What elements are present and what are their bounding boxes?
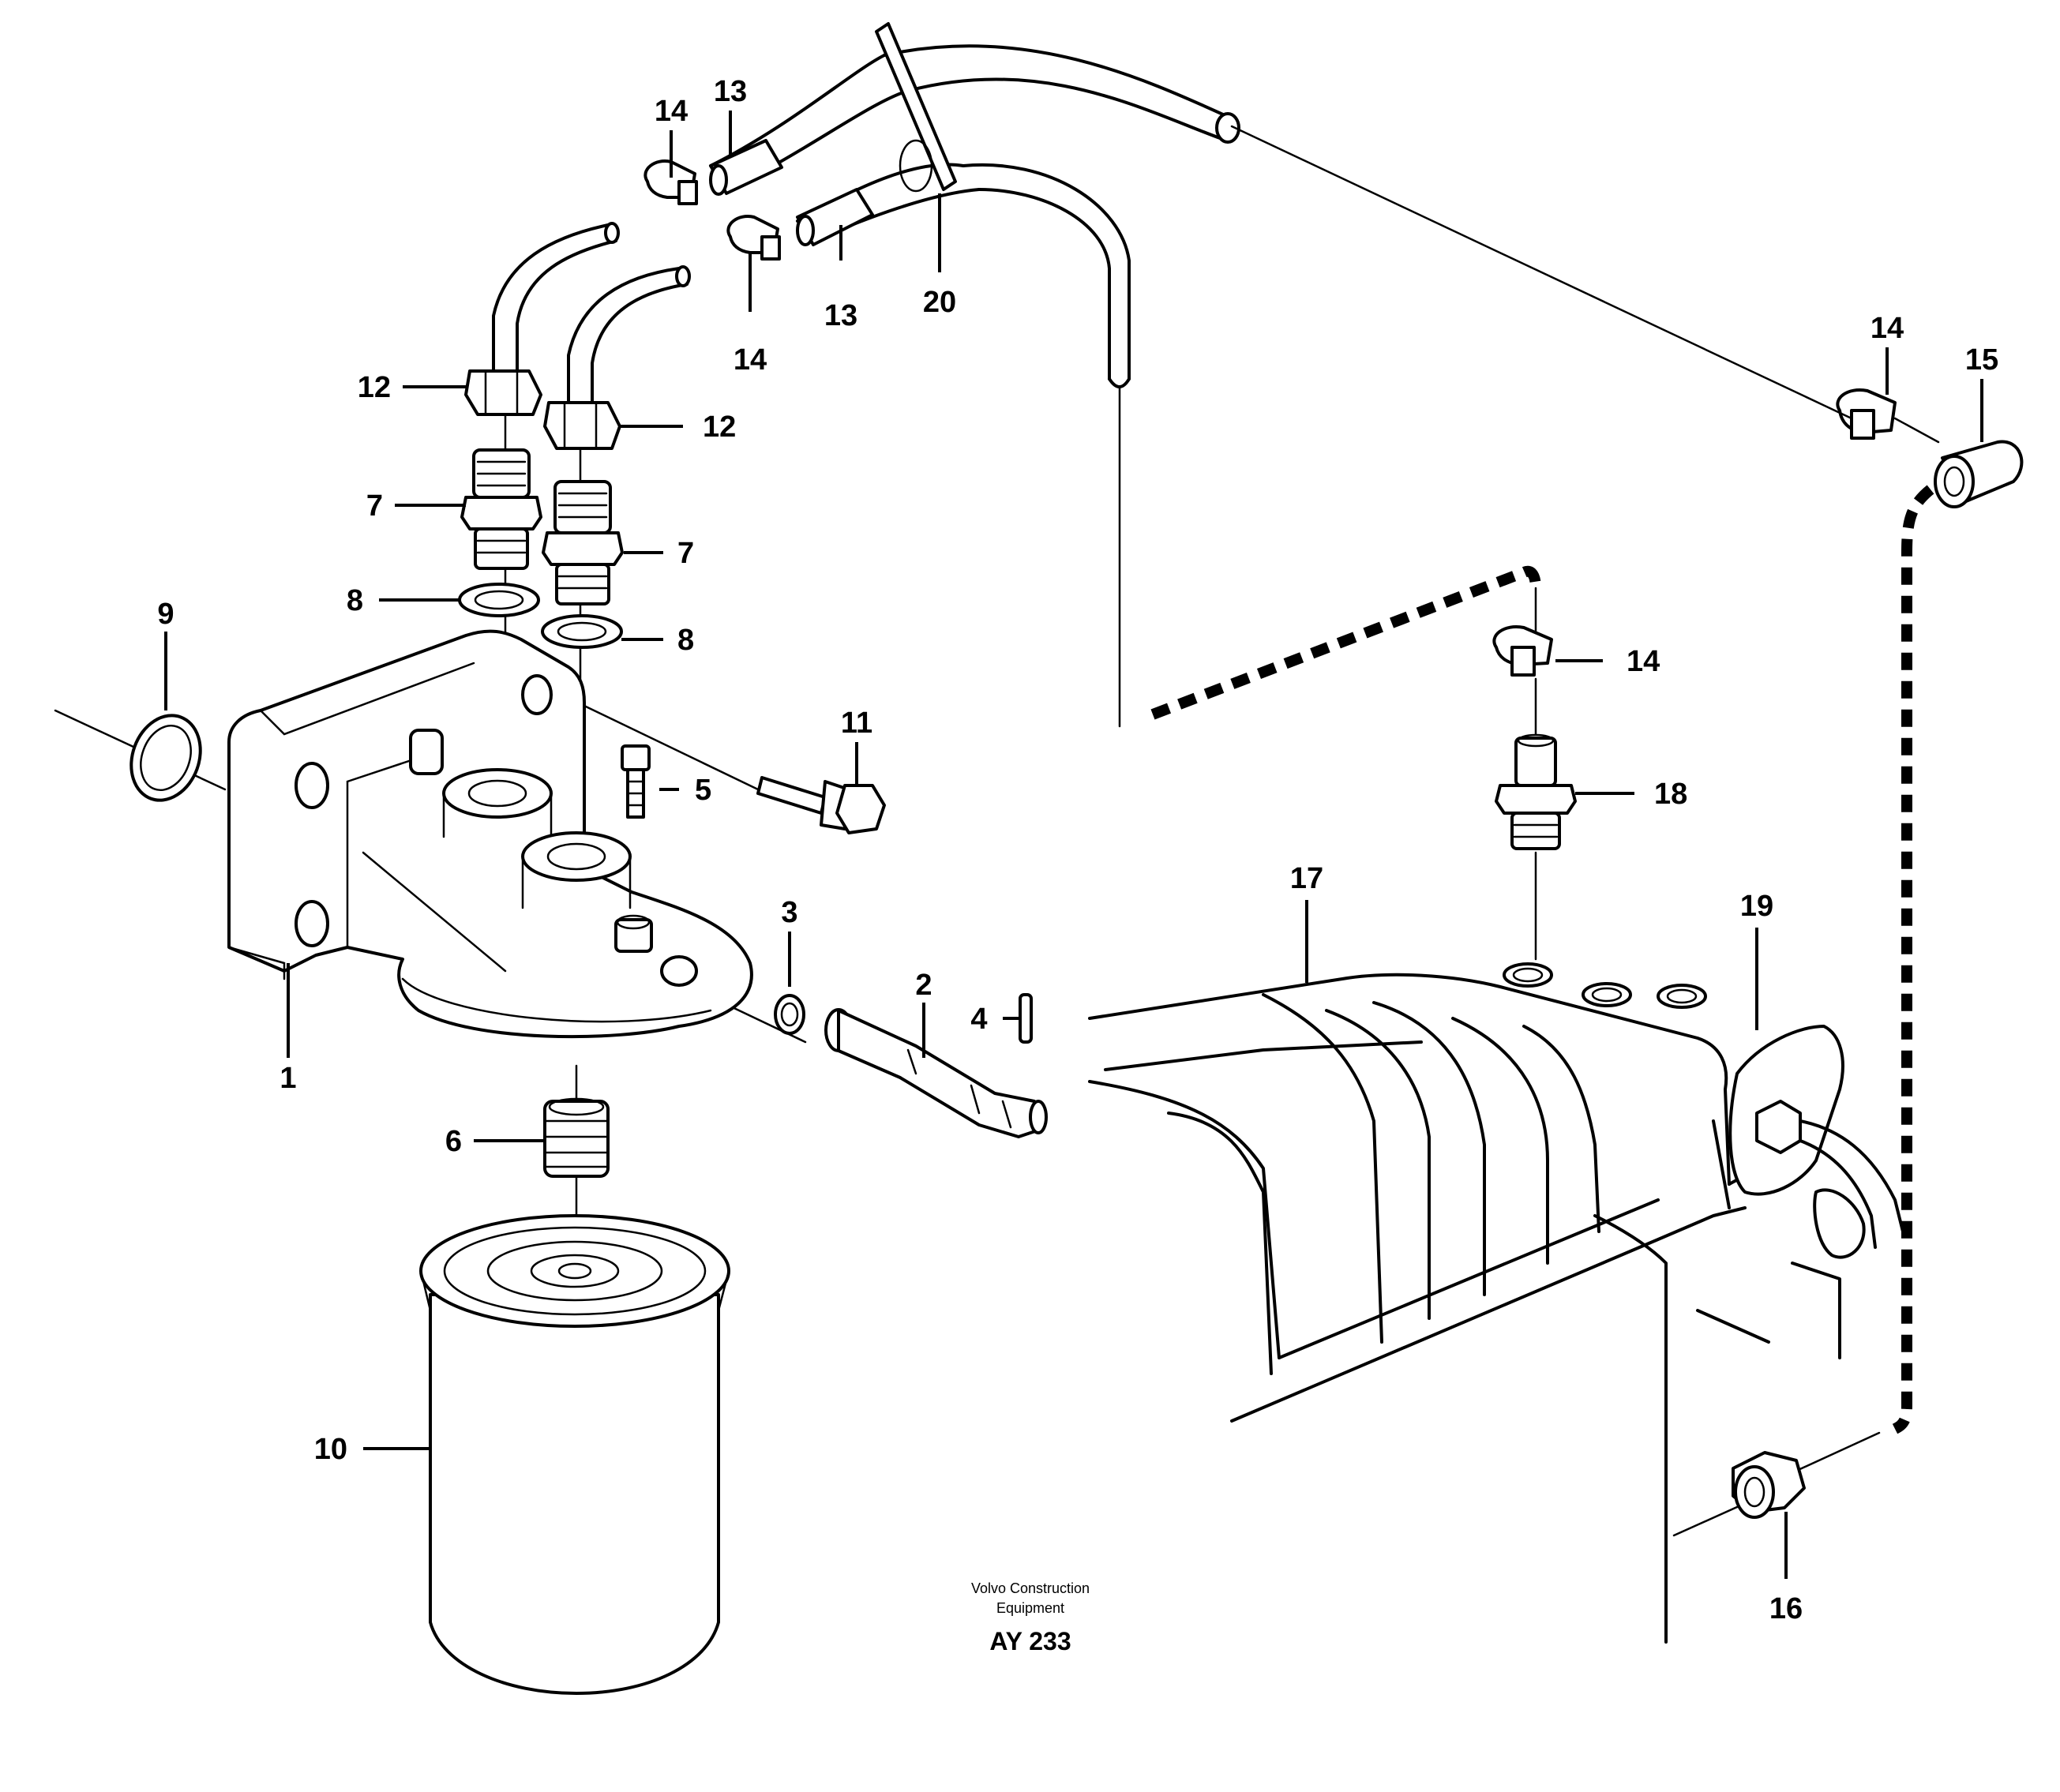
seal-ring (774, 994, 805, 1035)
transmission-housing (1088, 962, 1904, 1644)
callout-11: 11 (841, 707, 872, 740)
diagram-footer: Volvo Construction Equipment AY 233 (971, 1580, 1090, 1655)
o-ring (129, 714, 202, 802)
hose-clamp-top-left (644, 159, 698, 205)
hose-sleeve-upper (709, 139, 783, 196)
callout-14-right: 14 (1871, 312, 1904, 345)
callout-3: 3 (781, 896, 797, 929)
socket-screw (621, 744, 651, 819)
callout-7-left: 7 (366, 489, 383, 523)
callout-17: 17 (1290, 862, 1323, 895)
pin (1019, 993, 1033, 1044)
washer-left (458, 583, 540, 617)
callout-14-top-left: 14 (655, 95, 688, 128)
callout-9: 9 (157, 598, 174, 631)
filter-head (227, 629, 753, 1039)
callout-20: 20 (923, 286, 956, 319)
callout-14-top-center: 14 (734, 343, 767, 377)
nipple-right (542, 480, 624, 605)
callout-6: 6 (445, 1125, 462, 1158)
callout-19: 19 (1740, 890, 1773, 923)
nipple-left (460, 448, 542, 570)
callout-10: 10 (314, 1433, 347, 1466)
drain-plug (1732, 1451, 1806, 1519)
return-hose-dashed (1150, 565, 1541, 720)
callout-15: 15 (1965, 343, 1998, 377)
head-plug (409, 729, 444, 775)
hose-sleeve-lower (796, 188, 874, 246)
callout-leaders (164, 111, 1983, 1579)
sensor (824, 1008, 1048, 1138)
callout-8-right: 8 (677, 624, 694, 657)
callout-13-bottom: 13 (824, 299, 857, 332)
union-nut-right (543, 401, 621, 450)
callout-18: 18 (1654, 778, 1687, 811)
union-nut-left (464, 369, 542, 416)
callout-1: 1 (280, 1062, 296, 1095)
hose-clamp-top-center (726, 215, 781, 261)
flange-bolt (756, 776, 886, 834)
callout-8-left: 8 (347, 584, 363, 617)
callout-2: 2 (915, 969, 932, 1002)
hose-clamp-right (1836, 388, 1897, 440)
hose-clamp-middle-right (1492, 625, 1553, 677)
callout-labels: 1 2 3 4 5 6 7 7 8 8 9 10 11 12 12 13 13 … (157, 75, 1998, 1625)
drain-hose-dashed (1892, 485, 1934, 1434)
company-name-line2: Equipment (996, 1600, 1064, 1616)
adapter-fitting (1495, 733, 1577, 850)
oil-filter (419, 1214, 730, 1695)
callout-13-top: 13 (714, 75, 747, 108)
hose-lines (492, 22, 1240, 728)
callout-16: 16 (1769, 1592, 1803, 1625)
callout-12-left: 12 (358, 371, 391, 404)
washer-right (541, 614, 623, 649)
callout-4: 4 (970, 1003, 987, 1036)
threaded-insert (543, 1097, 610, 1178)
figure-id: AY 233 (989, 1627, 1071, 1655)
company-name: Volvo Construction (971, 1580, 1090, 1596)
elbow-fitting (1934, 440, 2024, 508)
callout-14-middle: 14 (1627, 645, 1660, 678)
callout-5: 5 (695, 774, 711, 807)
callout-12-right: 12 (703, 411, 736, 444)
callout-7-right: 7 (677, 537, 694, 570)
